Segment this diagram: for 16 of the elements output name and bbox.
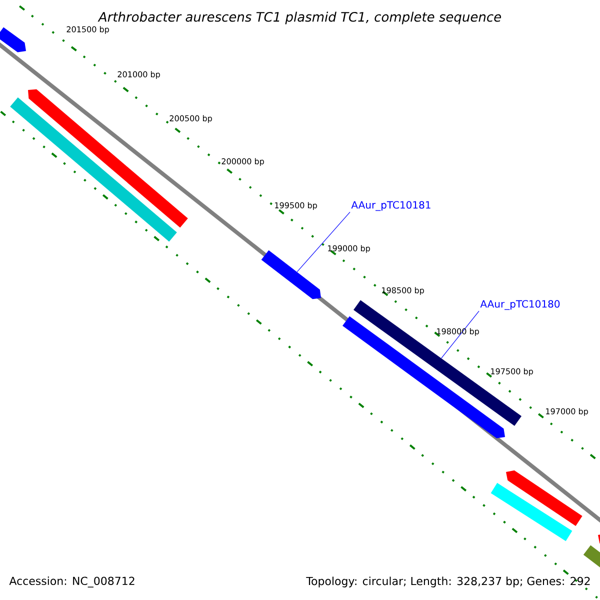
accession-text: Accession: NC_008712 xyxy=(9,576,134,588)
tick-label: 200500 bp xyxy=(170,115,212,123)
tick-label: 200000 bp xyxy=(222,158,264,166)
leader-line xyxy=(441,310,480,358)
title: Arthrobacter aurescens TC1 plasmid TC1, complete sequence xyxy=(97,10,503,26)
gene-label: AAur_pTC10180 xyxy=(480,300,560,310)
summary-text: Topology: circular; Length: 328,237 bp; Genes: 292 xyxy=(306,576,590,588)
tick-label: 197000 bp xyxy=(546,408,588,416)
tick-label: 199000 bp xyxy=(328,245,370,253)
tick-label: 201000 bp xyxy=(118,71,160,79)
tick-label: 199500 bp xyxy=(275,202,317,210)
gene-label: AAur_pTC10181 xyxy=(351,201,430,211)
tick-label: 201500 bp xyxy=(66,26,109,34)
gene-arrow xyxy=(261,250,321,300)
leader-line xyxy=(296,212,350,272)
tick-label: 197500 bp xyxy=(491,368,533,376)
